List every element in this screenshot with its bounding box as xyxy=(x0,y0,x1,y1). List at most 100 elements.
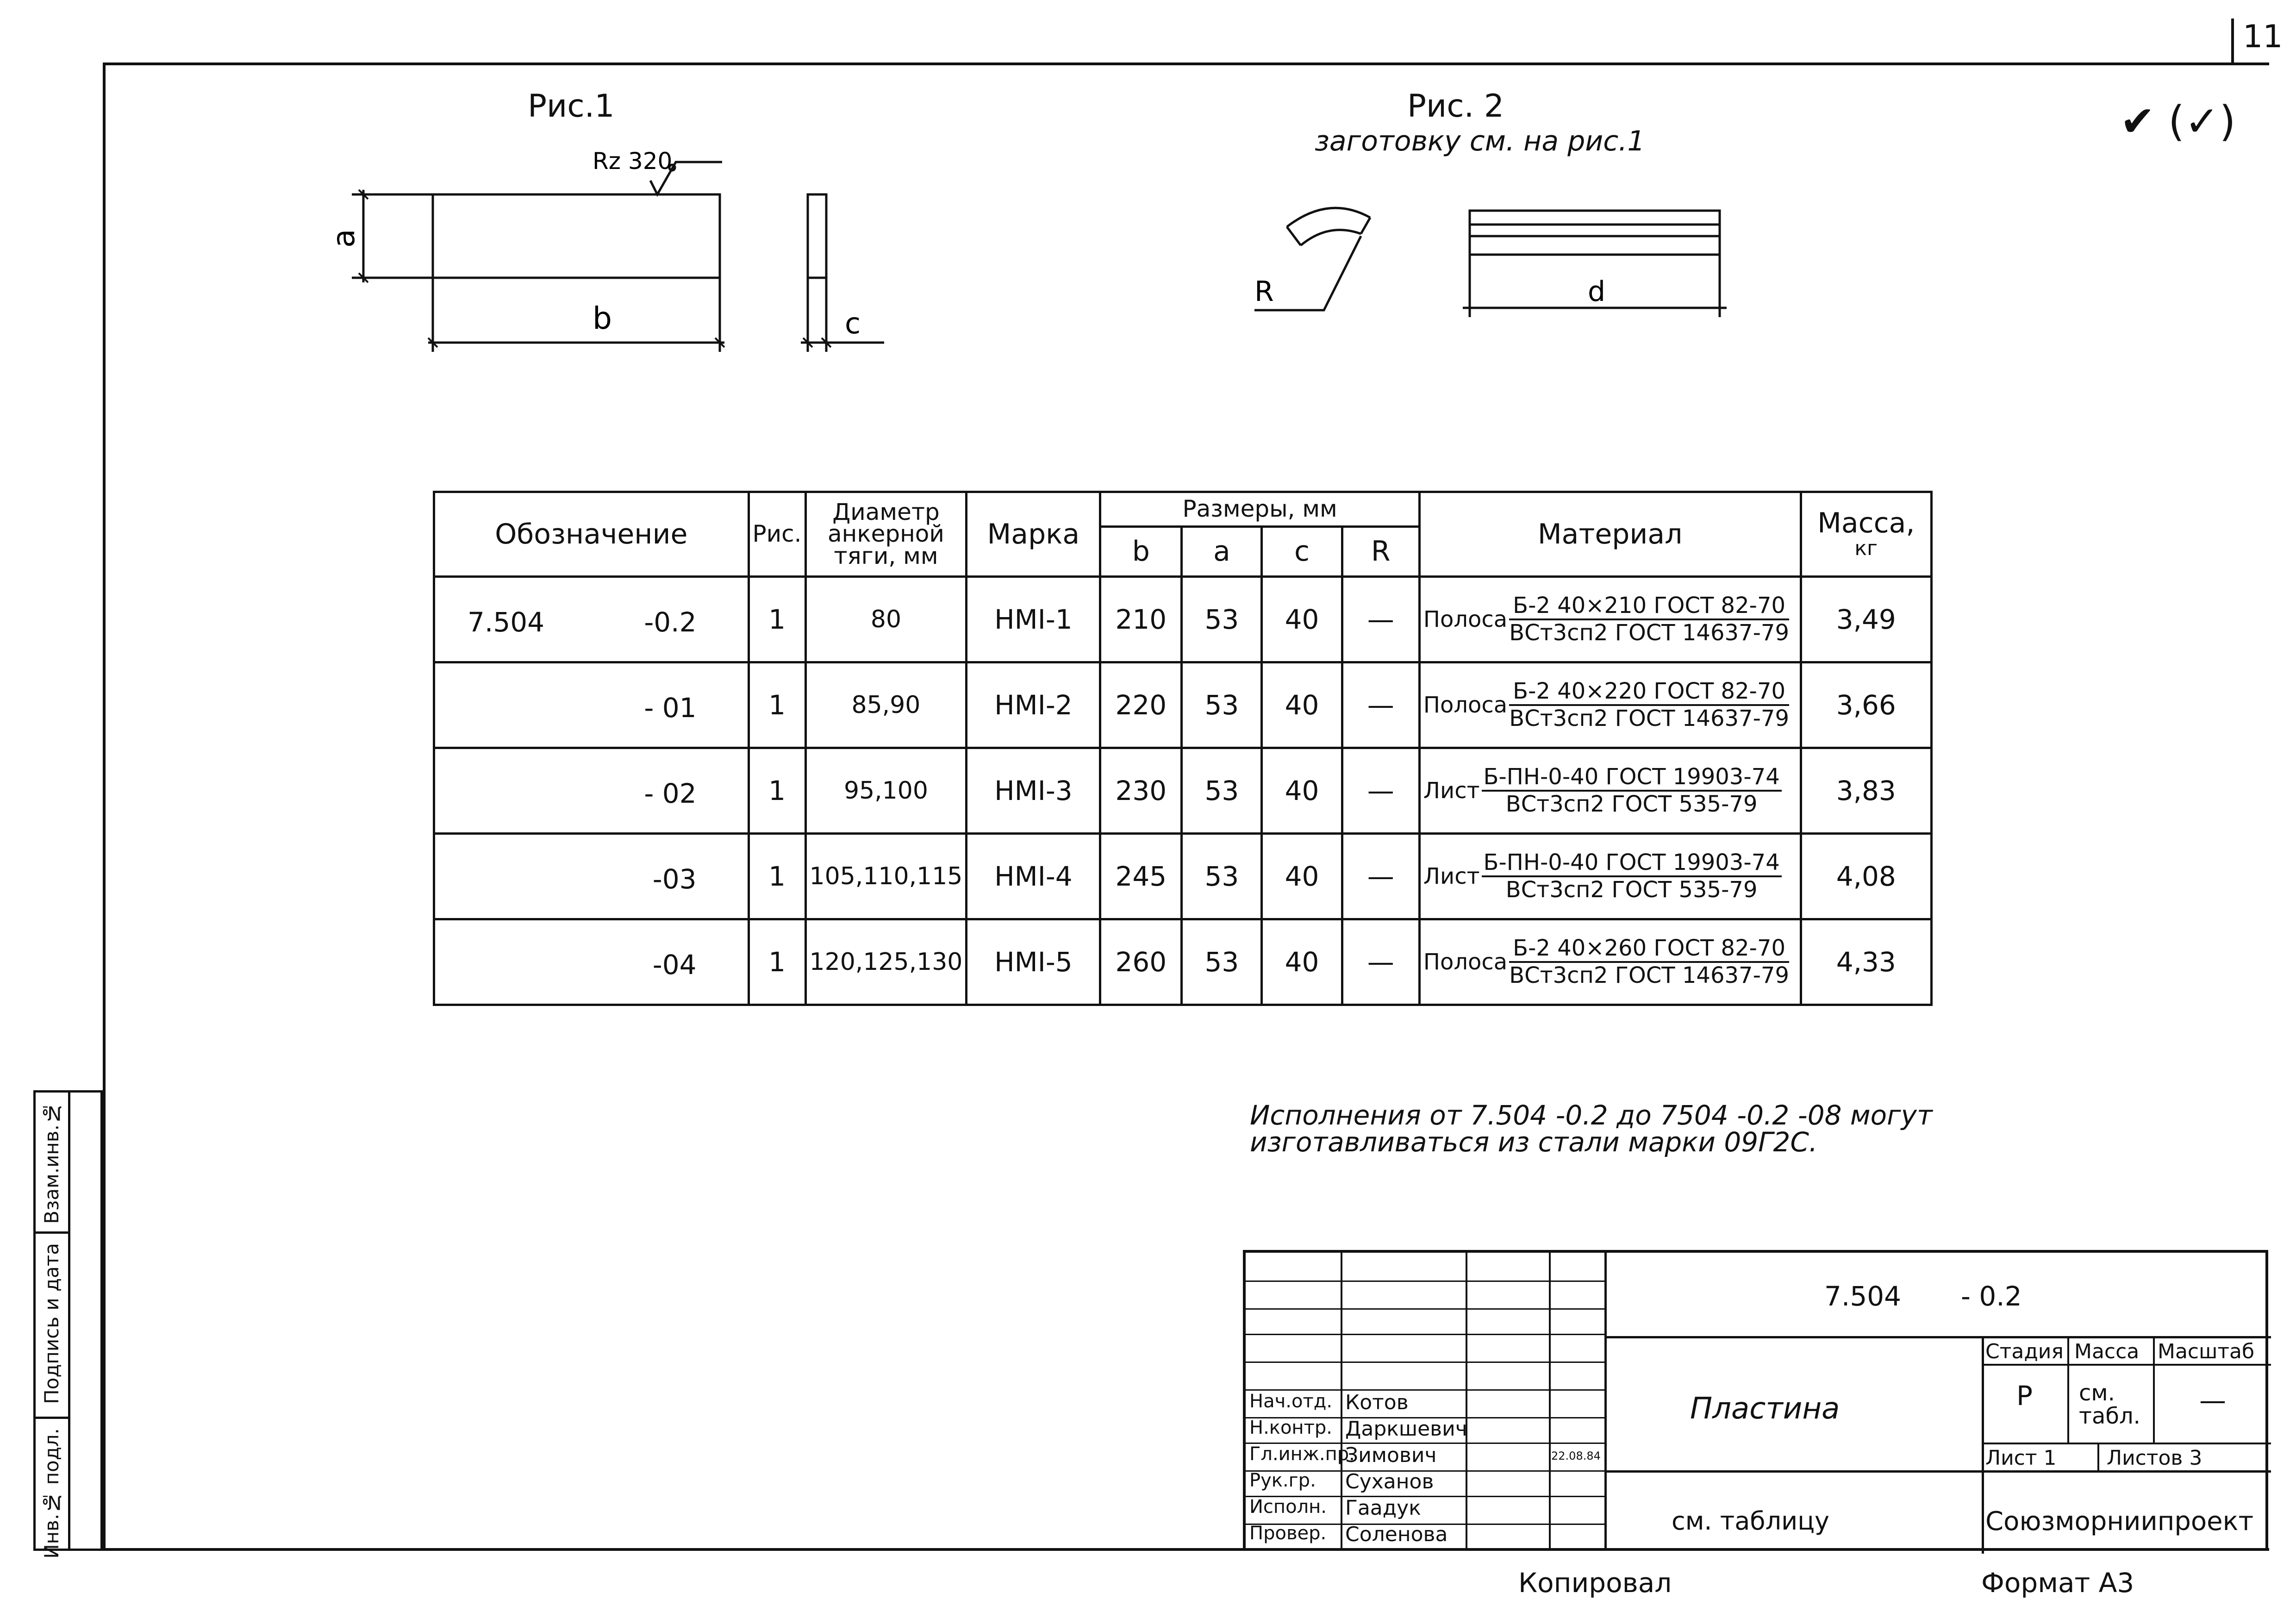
cell-mark: НМI-4 xyxy=(965,832,1102,920)
cell-R: — xyxy=(1341,918,1421,1006)
header-fig: Рис. xyxy=(747,491,807,578)
mass-value: см. xyxy=(2079,1380,2115,1406)
copied-by-label: Копировал xyxy=(1518,1567,1672,1599)
cell-mark: НМI-5 xyxy=(965,918,1102,1006)
header-mass: Масса,кг xyxy=(1799,491,1933,578)
cell-diameter: 120,125,130 xyxy=(804,918,968,1006)
header-material: Материал xyxy=(1418,491,1802,578)
cell-mass: 4,08 xyxy=(1799,832,1933,920)
cell-a: 53 xyxy=(1180,575,1263,663)
cell-fig: 1 xyxy=(747,832,807,920)
sheet-value: Лист 1 xyxy=(1985,1446,2057,1470)
manufacturing-note: Исполнения от 7.504 -0.2 до 7504 -0.2 -0… xyxy=(1250,1102,2083,1156)
cell-R: — xyxy=(1341,575,1421,663)
format-label: Формат А3 xyxy=(1981,1567,2134,1599)
stage-header: Стадия xyxy=(1985,1340,2064,1363)
plate-front-view xyxy=(431,193,721,279)
cell-c: 40 xyxy=(1260,832,1343,920)
side-podpis-label: Подпись и дата xyxy=(40,1243,63,1404)
note-line-2: изготавливаться из стали марки 09Г2С. xyxy=(1250,1126,1818,1158)
signer-role: Гл.инж.пр. xyxy=(1249,1443,1355,1465)
sheet-number-divider xyxy=(2231,19,2234,62)
organization: Союзморниипроект xyxy=(1985,1506,2254,1537)
signer-role: Исполн. xyxy=(1249,1496,1327,1518)
signer-name: Гаадук xyxy=(1345,1496,1421,1520)
cell-designation: 7.504-0.2 xyxy=(433,575,750,663)
cell-designation: -04 xyxy=(433,918,750,1006)
dim-b-label: b xyxy=(593,300,612,336)
header-dim-a: a xyxy=(1180,525,1263,578)
cell-a: 53 xyxy=(1180,832,1263,920)
signer-name: Зимович xyxy=(1345,1443,1437,1467)
signer-name: Котов xyxy=(1345,1391,1409,1414)
drawing-frame xyxy=(103,62,2269,1551)
figure-2-drawing: R d xyxy=(1254,206,1727,317)
cell-b: 220 xyxy=(1099,661,1183,749)
mass-header: Масса xyxy=(2074,1340,2140,1363)
header-dimensions: Размеры, мм xyxy=(1099,491,1421,528)
figure-1-title: Рис.1 xyxy=(528,88,615,125)
dim-c-label: c xyxy=(845,306,861,340)
scale-value: — xyxy=(2199,1385,2226,1416)
scale-header: Масштаб xyxy=(2158,1340,2255,1363)
side-stamp: Взам.инв.№ Подпись и дата Инв.№ подл. xyxy=(33,1090,103,1559)
cell-a: 53 xyxy=(1180,661,1263,749)
cell-fig: 1 xyxy=(747,575,807,663)
figure-1-drawing: b a c Rz 320 xyxy=(326,148,884,352)
cell-diameter: 105,110,115 xyxy=(804,832,968,920)
header-mark: Марка xyxy=(965,491,1102,578)
cell-mass: 4,33 xyxy=(1799,918,1933,1006)
cell-b: 260 xyxy=(1099,918,1183,1006)
dim-d-label: d xyxy=(1588,275,1605,308)
cell-b: 210 xyxy=(1099,575,1183,663)
table-header-row-2: b a c R xyxy=(434,525,1932,578)
dim-a-label: a xyxy=(326,229,362,248)
cell-c: 40 xyxy=(1260,918,1343,1006)
cell-c: 40 xyxy=(1260,661,1343,749)
cell-fig: 1 xyxy=(747,747,807,835)
signer-role: Провер. xyxy=(1249,1523,1327,1544)
signer-name: Суханов xyxy=(1345,1470,1434,1493)
mass-value-2: табл. xyxy=(2079,1403,2140,1429)
signer-name: Соленова xyxy=(1345,1523,1448,1546)
cell-c: 40 xyxy=(1260,747,1343,835)
header-dim-R: R xyxy=(1341,525,1421,578)
cell-diameter: 95,100 xyxy=(804,747,968,835)
cell-mark: НМI-1 xyxy=(965,575,1102,663)
side-vzam-label: Взам.инв.№ xyxy=(40,1102,63,1224)
doc-code: 7.504 xyxy=(1824,1280,1902,1312)
figure-2-subtitle: заготовку см. на рис.1 xyxy=(1315,125,1645,157)
cell-mass: 3,66 xyxy=(1799,661,1933,749)
dim-R-label: R xyxy=(1254,275,1274,308)
side-inv-label: Инв.№ подл. xyxy=(40,1428,63,1559)
cell-mark: НМI-3 xyxy=(965,747,1102,835)
cell-designation: - 01 xyxy=(433,661,750,749)
signer-role: Рук.гр. xyxy=(1249,1470,1316,1491)
cell-R: — xyxy=(1341,832,1421,920)
document-name: Пластина xyxy=(1690,1392,1840,1426)
cell-c: 40 xyxy=(1260,575,1343,663)
bent-plate-outer xyxy=(1286,206,1371,228)
cell-mass: 3,83 xyxy=(1799,747,1933,835)
signer-role: Н.контр. xyxy=(1249,1417,1332,1438)
cell-designation: - 02 xyxy=(433,747,750,835)
roughness-label: Rz 320 xyxy=(593,148,672,175)
cell-fig: 1 xyxy=(747,661,807,749)
cell-R: — xyxy=(1341,747,1421,835)
document-material: см. таблицу xyxy=(1672,1506,1829,1536)
signer-role: Нач.отд. xyxy=(1249,1391,1333,1412)
